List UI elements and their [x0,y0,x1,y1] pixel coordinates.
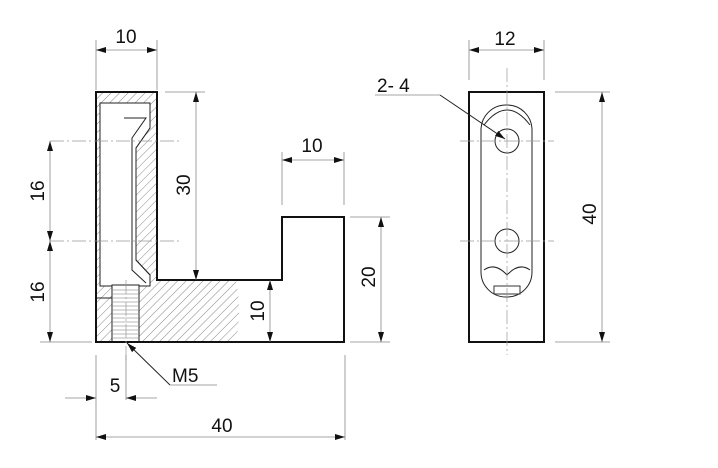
dim-step-height: 20 [350,216,390,343]
side-view [460,68,554,355]
dim-label: 20 [359,266,380,287]
dim-upper-height: 30 [165,91,205,280]
part-outline [468,91,545,343]
dim-base-height: 10 [248,280,273,342]
dim-top-width: 10 [95,27,158,90]
dim-label: 5 [110,376,121,397]
part-outline [95,91,345,343]
dim-label: 16 [28,281,49,302]
dim-thread-offset: 5 [65,355,157,440]
dim-label: 10 [248,300,269,321]
dim-total-length: 40 [96,355,346,440]
dim-label: 40 [211,416,232,437]
dim-label: 12 [494,29,515,50]
dim-label: 40 [580,203,601,224]
dim-side-height: 40 [555,91,610,343]
dim-label: 30 [174,174,195,195]
dim-label: 10 [301,136,322,157]
thread-bore [111,284,140,343]
front-view [50,91,345,360]
dim-label: 16 [28,180,49,201]
thread-lines [113,289,138,339]
thread-label: M5 [172,366,198,387]
thread-callout: M5 [126,342,217,387]
slot [480,104,533,298]
dim-hole-spacing: 16 16 [28,141,92,343]
hole-callout: 2- 4 [375,76,506,140]
dim-step-width: 10 [281,136,345,205]
hole-label: 2- 4 [377,76,410,97]
dim-label: 10 [115,27,136,48]
dim-side-width: 12 [468,29,545,80]
